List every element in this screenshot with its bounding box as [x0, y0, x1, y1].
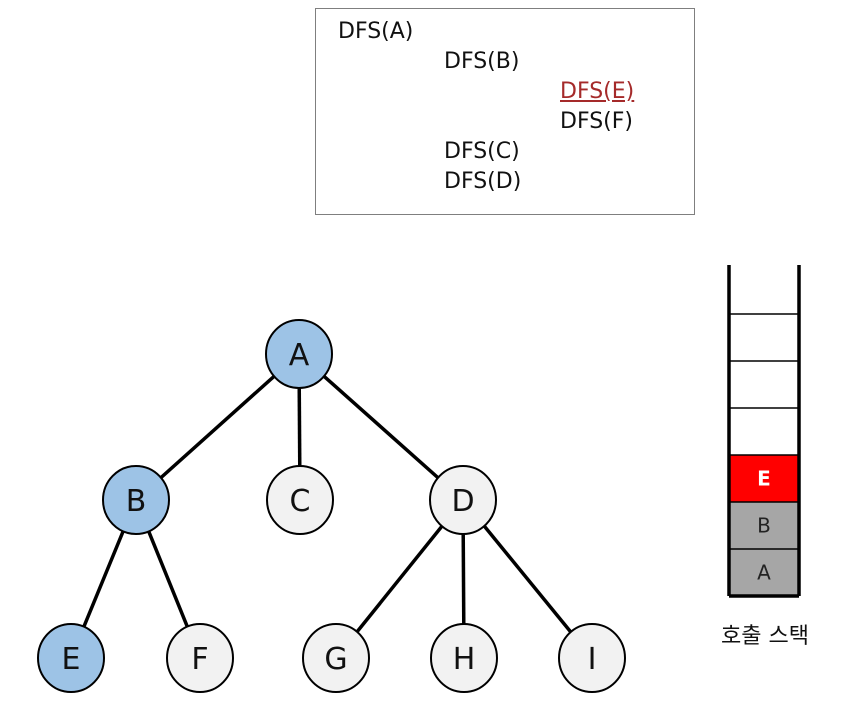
stack-frame-label-B: B [757, 514, 771, 538]
tree-node-label-E: E [62, 642, 81, 677]
stack-frame-label-A: A [757, 561, 771, 585]
trace-line: DFS(E) [560, 79, 635, 104]
trace-line: DFS(B) [444, 49, 520, 74]
tree-node-label-F: F [191, 642, 208, 677]
trace-line: DFS(F) [560, 109, 633, 134]
stack-frame-A [729, 549, 799, 596]
tree-node-label-H: H [453, 642, 476, 677]
tree-nodes: A B C D E F G H I [37, 319, 626, 693]
tree-node-B [102, 465, 170, 535]
tree-node-label-B: B [126, 484, 147, 519]
tree-node-A [265, 319, 333, 389]
tree-edge-A-D [297, 352, 465, 502]
tree-node-I [558, 623, 626, 693]
trace-line: DFS(A) [338, 19, 414, 44]
tree-node-F [166, 623, 234, 693]
tree-edge-A-B [134, 352, 301, 502]
tree-node-C [266, 465, 334, 535]
tree-node-label-D: D [451, 484, 474, 519]
tree-node-E [37, 623, 105, 693]
stack-frame-label-E: E [757, 467, 771, 491]
trace-line: DFS(D) [444, 169, 522, 194]
tree-node-G [302, 623, 370, 693]
tree-node-label-G: G [324, 642, 347, 677]
call-stack: ABE [727, 265, 801, 598]
stack-frame-B [729, 502, 799, 549]
dfs-trace-box: DFS(A) DFS(B) DFS(E) DFS(F) DFS(C) DFS(D) [315, 8, 695, 215]
tree-node-label-A: A [289, 338, 310, 373]
call-stack-caption: 호출 스택 [721, 624, 809, 649]
trace-line: DFS(C) [444, 139, 520, 164]
tree-node-H [430, 623, 498, 693]
tree-node-label-C: C [290, 484, 311, 519]
stack-frame-E [729, 455, 799, 502]
tree-node-D [429, 465, 497, 535]
tree-node-label-I: I [588, 642, 597, 677]
